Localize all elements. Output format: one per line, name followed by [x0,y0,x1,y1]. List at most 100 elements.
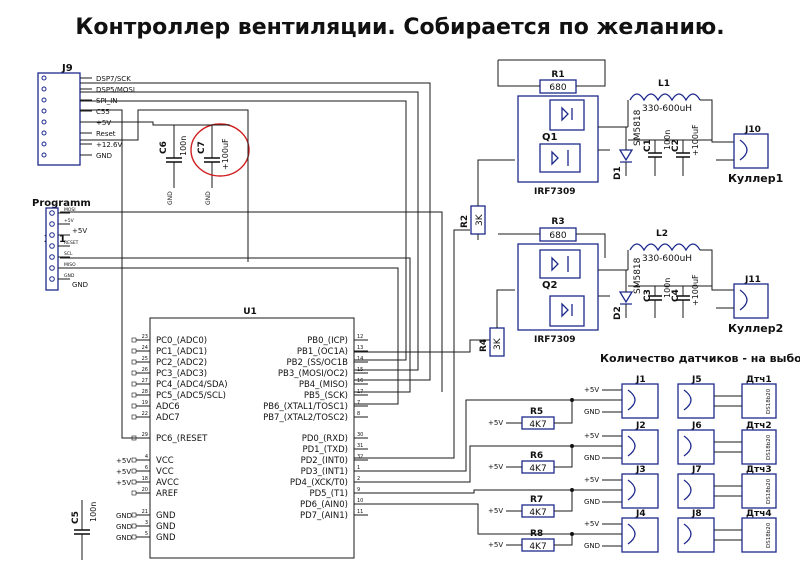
sensor-data-wire [554,533,622,546]
u1-right-pin-name: PD7_(AIN1) [300,511,348,521]
resistor-r4: R4 3K [479,327,505,357]
j9-pin-label: +12.6V [96,141,122,149]
u1-left-pin-num: 22 [142,411,148,417]
u1-right-pin-name: PB7_(XTAL2/TOSC2) [263,413,348,423]
sensor-left-conn-ref: J4 [635,509,646,519]
d1-ref: D1 [613,166,623,180]
u1-gnd-label: GND [116,512,132,520]
sensor-left-conn [621,383,659,419]
u1-right-pin-name: PB3_(MOSI/OC2) [278,369,348,379]
r3-ref: R3 [551,217,564,227]
u1-left-pin-pad [131,414,137,420]
sensors-title: Количество датчиков - на выбор! [600,352,800,365]
c4-value: +100uF [691,274,700,306]
sensor-part: DS18b20 [766,434,772,460]
sensor-left-conn-arc [627,389,636,411]
fan1-label: Куллер1 [728,172,783,185]
highlight-circle [190,123,250,177]
j9-pin [41,75,47,81]
sensor-left-conn-ref: J2 [635,421,646,431]
r2-value: 3K [475,213,485,226]
diode-d1: D1 SM5818 [613,109,643,180]
l2-ref: L2 [656,229,668,239]
sensor-label: Дтч4 [746,509,772,519]
u1-right-pin-name: PB1_(OC1A) [297,347,348,357]
sensor-mid-conn-ref: J7 [691,465,702,475]
programm-label: Programm [32,198,91,209]
u1-left-pin-pad [131,490,137,496]
u1-right-pin-num: 1 [357,465,360,471]
q2-part: IRF7309 [534,335,575,345]
j9-pin-label: GND [96,152,112,160]
sensor-mid-conn-arc [683,389,692,411]
sensor-part: DS18b20 [766,388,772,414]
u1-vcc-label: +5V [116,468,131,476]
u1-right-pin-num: 10 [357,498,363,504]
sensor-left-conn-arc [627,523,636,545]
xp1-5v-label: +5V [72,227,87,235]
u1-left-pin-pad [131,468,137,474]
j9-ref: J9 [61,63,73,74]
mcu-sensor-wire [368,399,572,472]
u1-right-pin-num: 32 [357,454,363,460]
j9-pin [41,141,47,147]
fan-connector-j10: J10 Куллер1 [716,125,783,185]
u1-right-pin-name: PD5_(T1) [309,489,348,499]
u1-right-pin-num: 11 [357,509,363,515]
u1-left-pin-num: 23 [142,334,148,340]
capacitor-c7: C7 +100uF GND [190,123,250,205]
sensor-5v-label: +5V [584,386,599,394]
sensor-body [741,429,777,465]
j9-pin [41,119,47,125]
u1-left-pin-name: GND [156,511,176,521]
capacitor-c1: C1 100n [643,130,672,176]
mcu-sensor-wire [368,503,572,535]
u1-left-pin-name: GND [156,533,176,543]
u1-left-pin-pad [131,381,137,387]
u1-gnd-label: GND [116,534,132,542]
sensor-gnd-label: GND [584,454,600,462]
sensor-resistor-value: 4K7 [529,508,546,518]
inductor-l2: L2 330-600uH [627,229,736,291]
u1-right-pin-name: PD4_(XCK/T0) [290,478,348,488]
mosfet-q2: R3 680 Q2 IRF7309 [498,217,628,345]
c6-ref: C6 [159,141,169,154]
u1-left-pin-num: 24 [142,345,148,351]
fan2-label: Куллер2 [728,322,783,335]
u1-left-pin-name: AVCC [156,478,179,488]
sensor-mid-conn-ref: J6 [691,421,702,431]
xp1-pin-label: MISO [64,262,76,268]
xp1-pin [49,265,55,271]
sensor-resistor-value: 4K7 [529,464,546,474]
u1-left-pin-num: 21 [142,509,148,515]
u1-left-pin-pad [131,534,137,540]
d2-ref: D2 [613,306,623,320]
sensor-gnd-label: GND [584,408,600,416]
u1-right-pin-name: PB6_(XTAL1/TOSC1) [263,402,348,412]
sensor-label: Дтч2 [746,421,772,431]
mcu-sensor-wire [368,445,572,483]
c2-ref: C2 [671,139,681,152]
sensor-body [741,383,777,419]
sensor-body [741,517,777,553]
sensor-mid-conn-arc [683,523,692,545]
u1-left-pin-pad [131,348,137,354]
sensor-label: Дтч1 [746,375,772,385]
xp1-pin [49,254,55,260]
sensor-part: DS18b20 [766,522,772,548]
capacitor-c2: C2 +100uF [671,124,700,176]
xp1-pin [49,243,55,249]
q2-ref: Q2 [542,280,558,291]
j9-pin [41,152,47,158]
u1-left-pin-name: ADC6 [156,402,180,412]
u1-left-pin-pad [131,403,137,409]
u1-left-pin-pad [131,392,137,398]
j9-pin [41,108,47,114]
u1-left-pin-num: 28 [142,389,148,395]
mcu-sensor-wire [368,489,572,494]
q1-ref: Q1 [542,132,558,143]
xp1-pin-label: SCL [64,251,73,257]
sensor-label: Дтч3 [746,465,772,475]
u1-right-pin-num: 16 [357,378,363,384]
